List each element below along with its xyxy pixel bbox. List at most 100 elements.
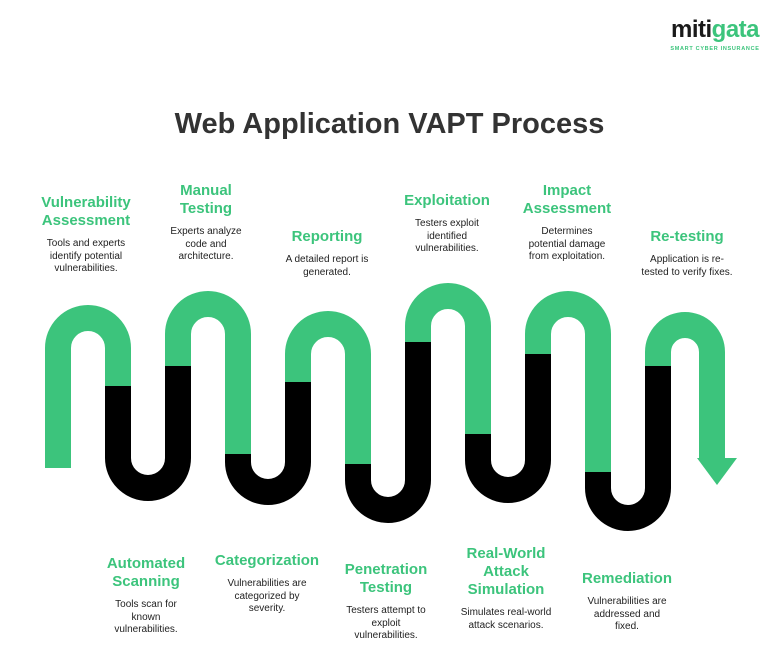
step-title-line: Manual [180, 182, 232, 199]
step-description-line: categorized by [234, 590, 300, 602]
wave-crest-6 [645, 312, 725, 353]
step-description-line: addressed and [593, 608, 661, 620]
step-title-line: Re-testing [650, 228, 724, 245]
step-description: Application is re-tested to verify fixes… [617, 254, 757, 279]
step-description-line: Simulates real-world [460, 607, 552, 618]
step-title-line: Scanning [112, 573, 180, 590]
step-description-line: Tools scan for [115, 599, 177, 610]
step-description-line: exploit [371, 617, 401, 629]
wave-valley-3 [345, 479, 431, 523]
step-title-line: Assessment [41, 212, 131, 229]
step-title-line: Assessment [522, 200, 612, 217]
step-description-line: attack scenarios. [468, 619, 544, 631]
step-title-line: Impact [542, 182, 592, 199]
step-description-line: Experts analyze [170, 226, 242, 237]
step-title-line: Attack [483, 563, 529, 580]
step-description-line: Testers attempt to [346, 605, 426, 616]
step-description-line: Determines [541, 226, 593, 237]
wave-crest-3 [285, 311, 371, 355]
step-description-line: vulnerabilities. [54, 263, 118, 274]
step-title: Categorization [197, 552, 337, 570]
step-description-line: tested to verify fixes. [641, 266, 733, 278]
step-description-line: identified [426, 230, 468, 242]
step-title-line: Testing [359, 579, 413, 596]
wave-valley-2 [225, 461, 311, 505]
step-title-line: Categorization [214, 552, 320, 569]
step-description-line: fixed. [615, 621, 639, 632]
brand-wordmark: mitigata [660, 18, 770, 42]
wave-valley-4 [465, 459, 551, 503]
step-title-line: Reporting [291, 228, 363, 245]
step-description-line: identify potential [49, 250, 123, 262]
step-title-line: Automated [106, 555, 186, 572]
brand-logo: mitigata SMART CYBER INSURANCE [660, 18, 770, 53]
step-title-line: Real-World [466, 545, 546, 562]
step-description-line: severity. [248, 603, 286, 614]
step-title-line: Simulation [467, 581, 545, 598]
step-description-line: Application is re- [650, 254, 724, 265]
wave-valley-5 [585, 487, 671, 531]
wave-segments [45, 283, 737, 531]
step-description-line: vulnerabilities. [114, 624, 178, 635]
step-description-line: from exploitation. [528, 251, 606, 262]
step-description-line: generated. [303, 266, 351, 278]
step-description-line: Tools and experts [46, 238, 126, 249]
brand-tagline: SMART CYBER INSURANCE [670, 46, 760, 52]
step-title-line: Remediation [581, 570, 672, 587]
step-description-line: vulnerabilities. [415, 243, 479, 254]
step-description-line: architecture. [178, 251, 234, 262]
brand-name-part1: miti [670, 16, 712, 43]
step-title: Reporting [257, 228, 397, 246]
step-title: Re-testing [617, 228, 757, 246]
step-description-line: Vulnerabilities are [587, 596, 667, 607]
step-description-line: Testers exploit [415, 218, 479, 229]
step-title: Remediation [557, 570, 697, 588]
step-description-line: known [131, 611, 161, 623]
wave-crest-2 [165, 291, 251, 335]
wave-valley-1 [105, 457, 191, 501]
step-description-line: A detailed report is [285, 254, 369, 265]
step-title: Exploitation [377, 192, 517, 210]
step-title-line: Penetration [344, 561, 428, 578]
step-description-line: potential damage [528, 238, 606, 250]
wave-arrowhead [697, 458, 737, 485]
brand-name-part2: gata [711, 16, 760, 43]
step-description-line: code and [185, 238, 227, 250]
step-description-line: Vulnerabilities are [227, 578, 307, 589]
wave-crest-4 [405, 283, 491, 327]
step-title-line: Vulnerability [41, 194, 131, 211]
step-title-line: Exploitation [404, 192, 490, 209]
wave-crest-5 [525, 291, 611, 335]
page-title: Web Application VAPT Process [174, 108, 605, 140]
wave-crest-1 [45, 305, 131, 349]
step-description-line: vulnerabilities. [354, 630, 418, 641]
